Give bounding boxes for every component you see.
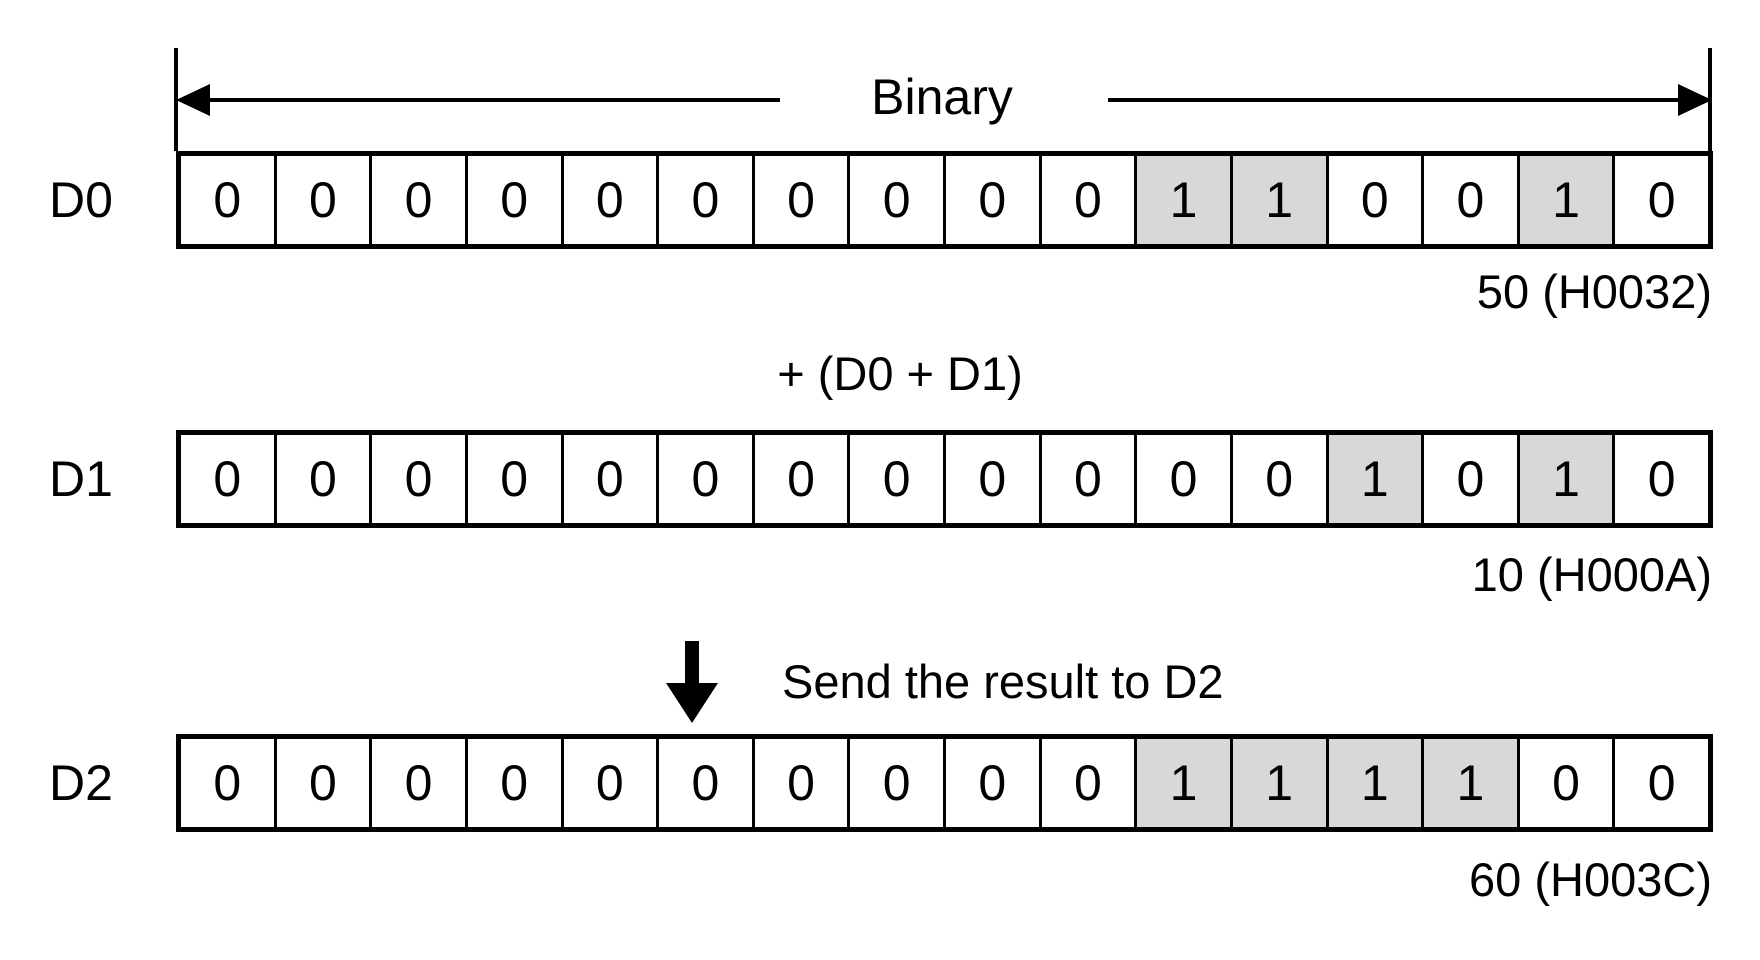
bit-cell: 0: [181, 435, 277, 523]
bit-cell: 0: [181, 156, 277, 244]
bit-cell: 1: [1328, 739, 1425, 827]
register-value-d1: 10 (H000A): [1471, 548, 1712, 601]
register-name-d0: D0: [49, 172, 113, 228]
bit-cell: 0: [850, 435, 946, 523]
bit-cell: 0: [754, 156, 851, 244]
bit-cell: 0: [467, 435, 564, 523]
bit-cell: 0: [276, 739, 373, 827]
bit-cell: 0: [1137, 435, 1233, 523]
bit-cell: 0: [1615, 739, 1708, 827]
right-arrowhead-icon: [1678, 84, 1712, 116]
binary-scale-label: Binary: [871, 69, 1013, 125]
bit-cell: 0: [1328, 156, 1425, 244]
bit-cell: 0: [659, 435, 755, 523]
bit-cell: 0: [1041, 435, 1138, 523]
bit-cell: 0: [372, 435, 468, 523]
bit-cell: 0: [1424, 435, 1520, 523]
bit-cell: 0: [1424, 156, 1520, 244]
bit-cell: 0: [181, 739, 277, 827]
bit-cell: 1: [1424, 739, 1520, 827]
dimension-line-left: [200, 98, 780, 102]
bit-cell: 0: [563, 156, 660, 244]
dimension-line-right: [1108, 98, 1688, 102]
bit-cell: 0: [276, 156, 373, 244]
bit-cell: 0: [946, 435, 1042, 523]
bit-cell: 1: [1137, 739, 1233, 827]
bit-cell: 0: [754, 435, 851, 523]
bit-cell: 0: [1232, 435, 1329, 523]
bit-cell: 0: [276, 435, 373, 523]
bit-cell: 0: [659, 739, 755, 827]
bit-cell: 0: [850, 156, 946, 244]
operation-label: + (D0 + D1): [777, 347, 1023, 400]
bit-cell: 1: [1232, 156, 1329, 244]
register-value-d2: 60 (H003C): [1469, 853, 1712, 906]
bit-cell: 1: [1519, 435, 1616, 523]
register-name-d1: D1: [49, 451, 113, 507]
down-arrow-icon: [666, 641, 718, 723]
bit-cell: 0: [946, 739, 1042, 827]
bit-cell: 0: [850, 739, 946, 827]
bit-cell: 0: [1519, 739, 1616, 827]
bit-cell: 0: [467, 739, 564, 827]
register-name-d2: D2: [49, 755, 113, 811]
bit-cell: 1: [1519, 156, 1616, 244]
bit-cell: 0: [1615, 435, 1708, 523]
bit-cell: 0: [563, 435, 660, 523]
bit-cell: 0: [1041, 739, 1138, 827]
bit-cell: 1: [1328, 435, 1425, 523]
bit-cell: 0: [467, 156, 564, 244]
bit-cell: 0: [1615, 156, 1708, 244]
send-result-row: Send the result to D2: [664, 641, 1224, 723]
register-value-d0: 50 (H0032): [1476, 265, 1712, 318]
bit-cell: 0: [754, 739, 851, 827]
bit-cell: 0: [563, 739, 660, 827]
bit-cell: 0: [372, 739, 468, 827]
bit-cell: 1: [1232, 739, 1329, 827]
bit-cell: 0: [1041, 156, 1138, 244]
send-result-label: Send the result to D2: [782, 655, 1224, 708]
bit-cell: 0: [659, 156, 755, 244]
bit-cell: 1: [1137, 156, 1233, 244]
bit-cell: 0: [946, 156, 1042, 244]
bit-cell: 0: [372, 156, 468, 244]
